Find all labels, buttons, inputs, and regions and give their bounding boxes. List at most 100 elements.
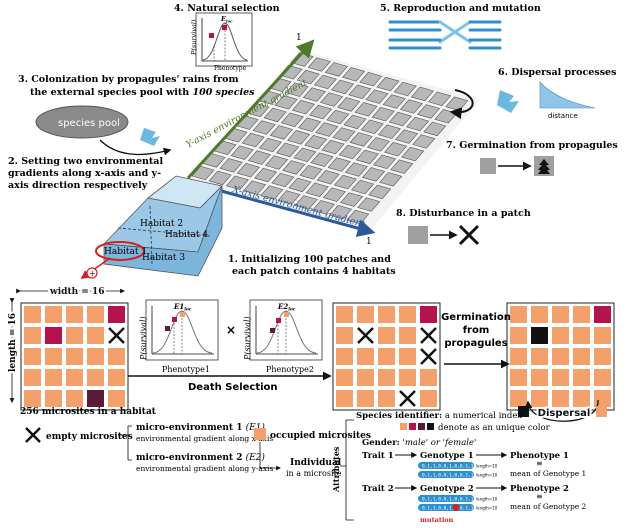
micro-env-2-desc: environmental gradient along y-axis bbox=[136, 464, 273, 473]
microsite bbox=[66, 348, 83, 365]
mutation-marker bbox=[452, 504, 460, 511]
germination-label-1: Germination bbox=[441, 312, 511, 323]
patch-cell bbox=[311, 200, 335, 215]
microsite bbox=[510, 390, 527, 407]
species-identifier-line: Species identifier: a numerical index bbox=[356, 411, 522, 421]
selection-plot-2-xlabel: Phenotype2 bbox=[266, 365, 314, 374]
germination-label-3: propagules bbox=[444, 338, 507, 349]
patch-cell bbox=[307, 57, 331, 72]
microsite bbox=[66, 390, 83, 407]
dispersal-kernel bbox=[539, 81, 596, 109]
occupied-microsites-label: occupied microsites bbox=[270, 431, 371, 441]
patch-cell bbox=[263, 107, 287, 123]
patch-cell bbox=[309, 104, 333, 120]
microsite bbox=[594, 369, 611, 386]
microsites-caption: 256 microsites in a habitat bbox=[20, 407, 157, 417]
patch-cell bbox=[377, 124, 401, 139]
patch-cell bbox=[274, 95, 298, 110]
patch-cell bbox=[351, 179, 375, 195]
microsite bbox=[594, 348, 611, 365]
natural-selection-plot: P(survival) Phenotype Eloc bbox=[190, 12, 253, 72]
microsite bbox=[108, 348, 125, 365]
patch-cell bbox=[282, 160, 306, 175]
patch-cell bbox=[338, 144, 362, 160]
microsite bbox=[552, 369, 569, 386]
patch-cell bbox=[348, 84, 372, 99]
microsite bbox=[510, 327, 527, 344]
chromosome-bar bbox=[418, 471, 474, 478]
habitat-4-label: Habitat 4 bbox=[165, 230, 208, 240]
step-3-line1: 3. Colonization by propagules' rains fro… bbox=[18, 74, 239, 85]
length-label: length = 16 bbox=[8, 313, 18, 372]
chromosome-length: length=10 bbox=[476, 473, 498, 478]
microsite bbox=[45, 306, 62, 323]
patch-cell bbox=[241, 132, 265, 148]
patch-cell bbox=[310, 152, 334, 167]
microsite bbox=[45, 369, 62, 386]
patch-cell bbox=[288, 177, 312, 193]
selection-plot-1: P(survival) Phenotype1 E1loc bbox=[139, 299, 219, 374]
microsite bbox=[552, 348, 569, 365]
microsite bbox=[108, 306, 125, 323]
patch-cell bbox=[368, 184, 392, 200]
patch-cell bbox=[390, 159, 414, 174]
microsite bbox=[357, 348, 374, 365]
microsite bbox=[552, 306, 569, 323]
patch-cell bbox=[305, 182, 329, 197]
microsite bbox=[594, 327, 611, 344]
habitat-1-label: Habitat 1 bbox=[104, 247, 147, 257]
microsite bbox=[510, 348, 527, 365]
empty-microsites-label: empty microsites bbox=[46, 432, 133, 442]
patch-cell bbox=[371, 107, 395, 122]
habitat-3-label: Habitat 3 bbox=[142, 253, 185, 263]
patch-cell bbox=[344, 162, 368, 177]
microsite bbox=[66, 327, 83, 344]
phenotype-1-label: Phenotype 1 bbox=[510, 451, 569, 461]
colonization-arrow bbox=[99, 139, 172, 156]
microsite bbox=[336, 306, 353, 323]
microsite bbox=[24, 348, 41, 365]
patch-cell bbox=[208, 170, 232, 186]
patch-cell bbox=[225, 175, 249, 190]
chromosome-bits: 0,1,1,0,0,1,0,0,1,1 bbox=[422, 506, 474, 512]
microsite bbox=[573, 390, 590, 407]
patch-cell bbox=[280, 112, 304, 127]
species-pool-icon bbox=[35, 105, 129, 139]
patch-cell bbox=[315, 122, 339, 137]
patch-cell bbox=[285, 82, 309, 97]
patch-cell bbox=[406, 116, 430, 132]
microsite bbox=[87, 306, 104, 323]
patch-cell bbox=[316, 170, 340, 185]
patch-cell bbox=[401, 146, 425, 162]
microsite bbox=[399, 327, 416, 344]
micro-env-bracket bbox=[118, 425, 132, 461]
chromosome-bits: 0,1,1,0,0,1,0,0,1,1 bbox=[422, 464, 474, 470]
dispersal-orange-square bbox=[596, 406, 607, 417]
step-6-title: 6. Dispersal processes bbox=[498, 67, 616, 78]
microsite bbox=[24, 390, 41, 407]
microsite bbox=[87, 369, 104, 386]
x-axis-end: 1 bbox=[366, 237, 372, 247]
microsite bbox=[594, 306, 611, 323]
microsite bbox=[45, 390, 62, 407]
microsite bbox=[378, 306, 395, 323]
attributes-label: Attributes bbox=[331, 446, 341, 493]
patch-cell bbox=[343, 114, 367, 130]
equiv-2: ≡ bbox=[536, 492, 543, 501]
patch-cell bbox=[320, 92, 344, 107]
patch-cell bbox=[265, 155, 289, 170]
patch-cell bbox=[326, 109, 350, 125]
trait-2-label: Trait 2 bbox=[362, 484, 394, 494]
microsite bbox=[531, 348, 548, 365]
step-7-title: 7. Germination from propagules bbox=[446, 140, 618, 151]
patch-cell bbox=[276, 142, 300, 158]
selection-plot-1-ylabel: P(survival) bbox=[139, 316, 148, 361]
microsite bbox=[594, 390, 611, 407]
microsite bbox=[378, 327, 395, 344]
patch-cell bbox=[423, 121, 447, 137]
microsite bbox=[510, 369, 527, 386]
patch-cell bbox=[393, 81, 417, 97]
patch-cell bbox=[327, 157, 351, 172]
habitat-grid-after-selection bbox=[332, 302, 441, 411]
